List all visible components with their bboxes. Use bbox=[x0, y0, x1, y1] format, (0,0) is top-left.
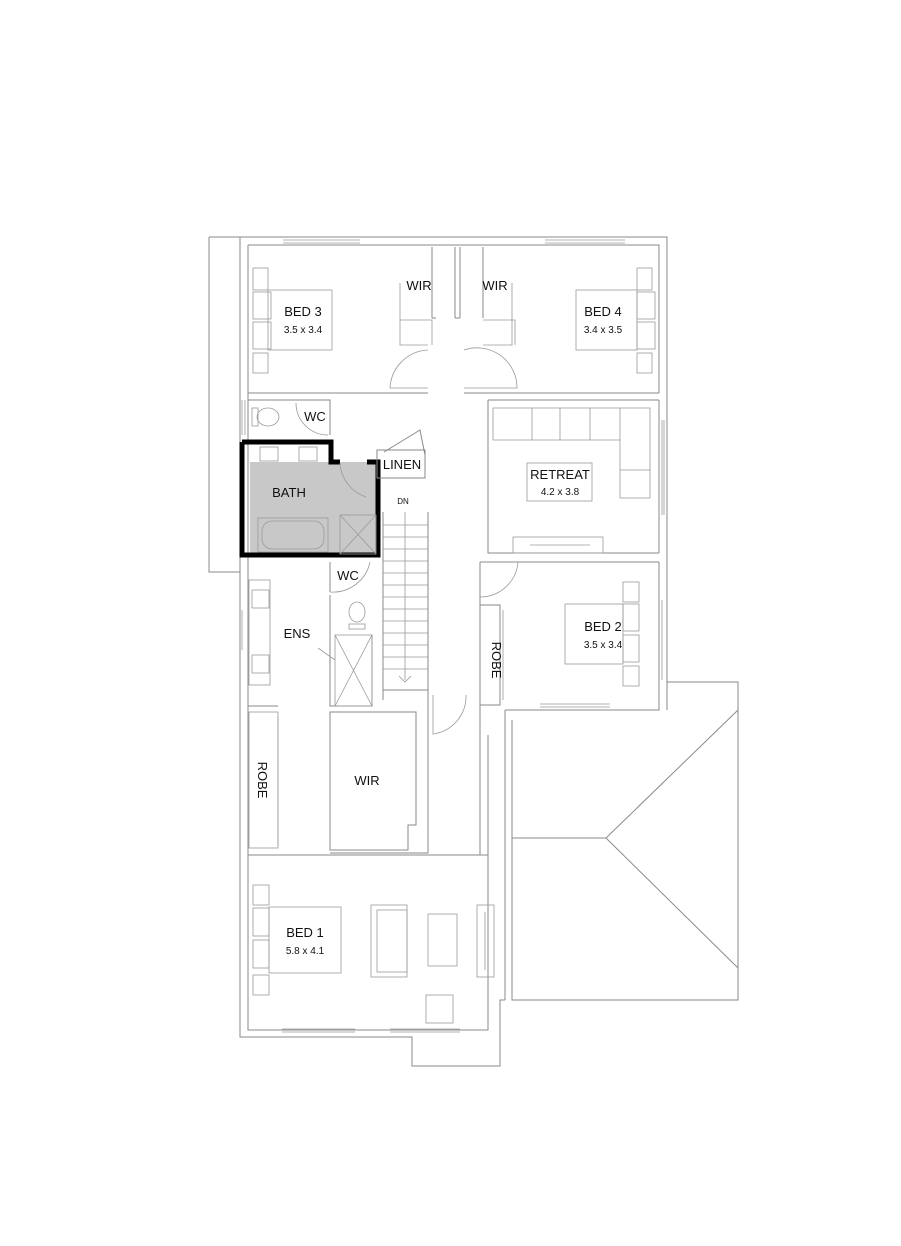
wir-left-label: WIR bbox=[406, 278, 431, 293]
ens-label: ENS bbox=[284, 626, 311, 641]
roof bbox=[504, 681, 739, 1001]
wir-master-label: WIR bbox=[354, 773, 379, 788]
retreat-label: RETREAT bbox=[530, 467, 590, 482]
robe-left-label: ROBE bbox=[255, 762, 270, 799]
bed1-size: 5.8 x 4.1 bbox=[286, 946, 325, 957]
bed1-room: BED 1 5.8 x 4.1 bbox=[248, 854, 495, 1024]
bed1-label: BED 1 bbox=[286, 925, 324, 940]
bed2-size: 3.5 x 3.4 bbox=[584, 640, 623, 651]
master-storage: ROBE WIR bbox=[248, 710, 489, 855]
wc-upper-label: WC bbox=[304, 409, 326, 424]
robe-right-label: ROBE bbox=[489, 642, 504, 679]
outer-walls bbox=[208, 236, 668, 1067]
bath-label: BATH bbox=[272, 485, 306, 500]
staircase: DN bbox=[382, 497, 467, 735]
wir-right-label: WIR bbox=[482, 278, 507, 293]
wet-areas: WC BATH LINEN bbox=[239, 399, 426, 558]
retreat-room: RETREAT 4.2 x 3.8 bbox=[480, 399, 659, 563]
windows bbox=[241, 239, 665, 1033]
upper-bedrooms: BED 3 3.5 x 3.4 BED 4 3.4 x 3.5 WIR WIR bbox=[248, 247, 659, 394]
linen-label: LINEN bbox=[383, 457, 421, 472]
bed2-room: ROBE BED 2 3.5 x 3.4 bbox=[479, 561, 640, 710]
bed3-label: BED 3 bbox=[284, 304, 322, 319]
bed4-size: 3.4 x 3.5 bbox=[584, 325, 623, 336]
bed3-size: 3.5 x 3.4 bbox=[284, 325, 323, 336]
bed2-label: BED 2 bbox=[584, 619, 622, 634]
wc-lower-label: WC bbox=[337, 568, 359, 583]
bed4-label: BED 4 bbox=[584, 304, 622, 319]
stairs-label: DN bbox=[397, 497, 409, 506]
bath-floor bbox=[250, 462, 378, 554]
ensuite: WC ENS bbox=[248, 561, 373, 707]
retreat-size: 4.2 x 3.8 bbox=[541, 487, 580, 498]
